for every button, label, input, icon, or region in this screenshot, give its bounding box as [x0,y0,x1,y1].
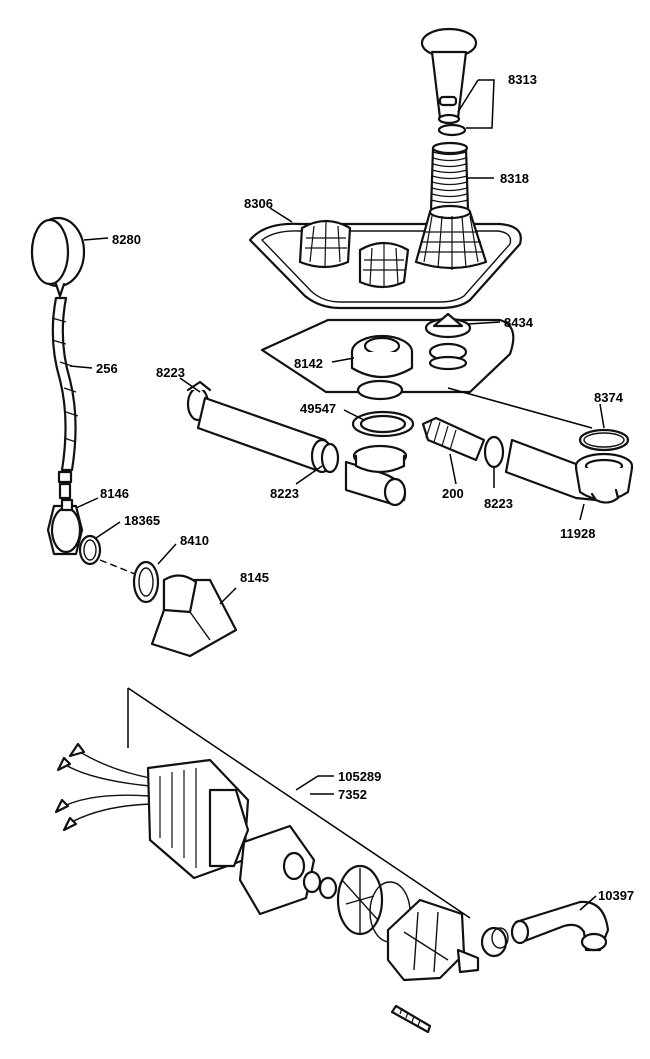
label-8142: 8142 [294,356,323,371]
label-256: 256 [96,361,118,376]
label-8223-left: 8223 [156,365,185,380]
cable-connector [57,470,73,500]
housing-part-8145 [150,574,238,658]
label-18365: 18365 [124,513,160,528]
shaft-seal [302,870,338,900]
label-8223-middle: 8223 [270,486,299,501]
nozzle-part-200 [421,416,486,462]
pump-volute [386,898,480,982]
screw [390,1004,432,1034]
label-10397: 10397 [598,888,634,903]
elbow-part [344,444,408,507]
nut-part-8142 [350,334,414,401]
label-7352: 7352 [338,787,367,802]
impeller [336,864,384,936]
clamp-part-8223-right [483,435,505,469]
assembly-bracket-lines [127,687,471,919]
pump-clamp [480,926,509,958]
hose-part-11928 [504,438,634,504]
strainer-basket-middle [358,241,410,289]
ring-part-49547 [351,410,415,438]
spring-part-8318 [429,141,470,212]
strainer-basket-right [414,204,488,270]
nut-part-8146 [46,498,84,556]
strainer-basket-left [298,219,352,269]
ring-part-8374 [578,428,630,452]
leader-lines [69,79,605,911]
label-8306: 8306 [244,196,273,211]
label-8280: 8280 [112,232,141,247]
motor-part [146,758,250,880]
label-8434: 8434 [504,315,534,330]
pump-plate [238,824,316,916]
strainer-cap-part-8313 [420,27,478,137]
cable-part-256 [51,296,79,472]
float-part-8280 [30,216,86,298]
label-200: 200 [442,486,464,501]
elbow-hose-part-10397 [510,900,610,952]
label-8146: 8146 [100,486,129,501]
label-8318: 8318 [500,171,529,186]
label-11928: 11928 [560,526,595,541]
seal-part-8410 [132,560,160,604]
connector-dashes [99,559,141,577]
part-labels: 8313 8318 8306 8280 8434 256 8223 8142 8… [96,72,634,903]
label-49547: 49547 [300,401,336,416]
label-8313: 8313 [508,72,537,87]
label-8145: 8145 [240,570,269,585]
ring-part-18365 [78,534,102,566]
drain-fitting-part-8434 [424,312,472,371]
label-105289: 105289 [338,769,381,784]
label-8374: 8374 [594,390,624,405]
motor-wires [54,742,151,832]
label-8223-right: 8223 [484,496,513,511]
label-8410: 8410 [180,533,209,548]
clamp-part-8223-middle [320,442,340,474]
